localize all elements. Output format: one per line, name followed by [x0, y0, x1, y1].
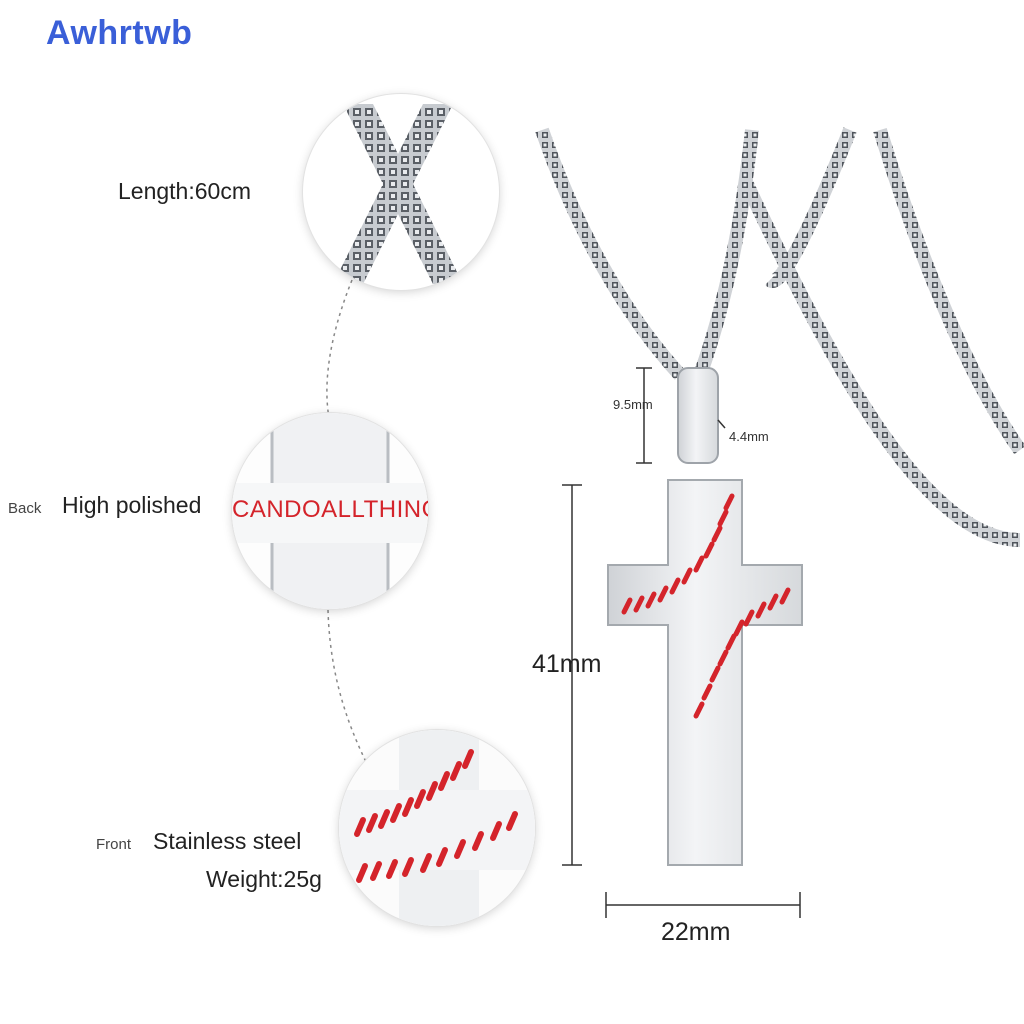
back-tag: Back [8, 500, 42, 517]
chain-closeup-circle [303, 94, 499, 290]
bail-width-label: 4.4mm [729, 429, 769, 444]
engraving-text-wrap: CANDOALLTHING [232, 496, 428, 524]
weight-label: Weight:25g [206, 866, 322, 892]
length-label: Length:60cm [118, 178, 251, 204]
front-closeup-circle [339, 730, 535, 926]
engraving-text: CANDOALLTHING [232, 496, 428, 523]
cross-width-label: 22mm [661, 918, 731, 946]
front-description: Stainless steel [153, 828, 302, 854]
cross-height-label: 41mm [532, 650, 602, 678]
front-tag: Front [96, 836, 132, 853]
bail-height-label: 9.5mm [613, 397, 653, 412]
back-description: High polished [62, 492, 202, 518]
front-cross-image [339, 730, 535, 926]
brand-logo: Awhrtwb [46, 14, 193, 52]
back-closeup-circle [232, 413, 428, 609]
pendant-necklace-image [535, 127, 1024, 918]
back-cross-image [232, 413, 428, 609]
chain-closeup-image [333, 104, 463, 284]
